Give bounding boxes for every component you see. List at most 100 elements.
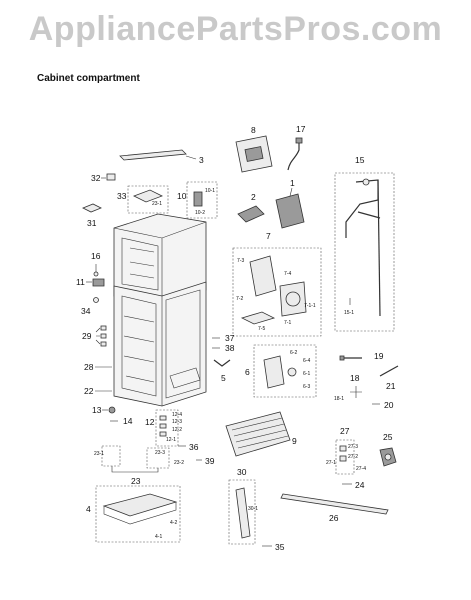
label-7-1: 7-1	[284, 320, 291, 326]
part-16-screw[interactable]: 16	[91, 251, 101, 277]
label-27-1: 27-1	[326, 460, 336, 466]
part-7-fan-assembly[interactable]: 7 7-3 7-4 7-2 7-1-1 7-5 7-1	[232, 231, 322, 337]
label-10-1: 10-1	[205, 188, 215, 194]
part-2-display-board[interactable]: 2	[237, 192, 265, 223]
label-12: 12	[145, 417, 155, 427]
label-37: 37	[225, 333, 235, 343]
label-6: 6	[245, 367, 250, 377]
part-34-cap[interactable]: 34	[81, 297, 99, 317]
part-21-tube[interactable]: 21	[379, 365, 399, 391]
label-34: 34	[81, 306, 91, 316]
part-14-fastener[interactable]: 14	[110, 416, 133, 426]
part-3-top-cover[interactable]: 3	[119, 149, 204, 165]
label-15-1: 15-1	[344, 310, 354, 316]
part-33-bracket[interactable]: 33 23-1	[117, 185, 169, 214]
part-19-wire[interactable]: 19	[339, 351, 384, 361]
label-2: 2	[251, 192, 256, 202]
label-12-1: 12-1	[166, 437, 176, 443]
label-6-3: 6-3	[303, 384, 310, 390]
label-7-3: 7-3	[237, 258, 244, 264]
label-9: 9	[292, 436, 297, 446]
label-6-2: 6-2	[290, 350, 297, 356]
label-28: 28	[84, 362, 94, 372]
label-10: 10	[177, 191, 187, 201]
label-6-4: 6-4	[303, 358, 310, 364]
refrigerator-cabinet	[113, 213, 207, 407]
part-13-screw[interactable]: 13	[92, 405, 116, 415]
part-11-hinge[interactable]: 11	[76, 277, 105, 287]
part-25-coupler[interactable]: 25	[379, 432, 397, 467]
label-39: 39	[205, 456, 215, 466]
label-33-1: 23-1	[152, 201, 162, 207]
label-25: 25	[383, 432, 393, 442]
part-24-screw[interactable]: 24	[342, 480, 365, 490]
part-6-evaporator-cover[interactable]: 6 6-2 6-4 6-1 6-3	[245, 344, 317, 398]
part-1-main-pcb[interactable]: 1	[275, 178, 305, 229]
part-31-cover[interactable]: 31	[82, 203, 102, 228]
label-3: 3	[199, 155, 204, 165]
label-13: 13	[92, 405, 102, 415]
label-32: 32	[91, 173, 101, 183]
label-22: 22	[84, 386, 94, 396]
part-8-control-panel[interactable]: 8	[235, 125, 273, 173]
part-39-screw[interactable]: 39	[196, 456, 215, 466]
label-27-3: 27-3	[348, 444, 358, 450]
label-6-1: 6-1	[303, 371, 310, 377]
label-27-4: 27-4	[356, 466, 366, 472]
label-30-1: 30-1	[248, 506, 258, 512]
label-35: 35	[275, 542, 285, 552]
part-38-screw[interactable]: 38	[212, 343, 235, 353]
part-15-tubing-assembly[interactable]: 15 15-1	[334, 155, 395, 332]
label-33: 33	[117, 191, 127, 201]
part-22-leg[interactable]: 22	[84, 386, 112, 396]
part-30-hinge-cover[interactable]: 30 30-1	[228, 467, 258, 545]
label-7-2: 7-2	[236, 296, 243, 302]
part-29-shelf-supports[interactable]: 29	[82, 325, 107, 347]
label-38: 38	[225, 343, 235, 353]
part-9-grille[interactable]: 9	[225, 411, 297, 457]
label-27-2: 27-2	[348, 454, 358, 460]
part-37-screw[interactable]: 37	[212, 333, 235, 343]
label-18-1: 18-1	[334, 396, 344, 402]
part-28-lamp[interactable]: 28	[84, 362, 112, 372]
label-31: 31	[87, 218, 97, 228]
part-18-sensor[interactable]: 18 18-1	[334, 373, 362, 402]
label-16: 16	[91, 251, 101, 261]
label-15: 15	[355, 155, 365, 165]
label-10-2: 10-2	[195, 210, 205, 216]
label-5: 5	[221, 373, 226, 383]
label-23-2: 23-2	[174, 460, 184, 466]
part-4-base-panel[interactable]: 4 4-2 4-1	[86, 485, 181, 543]
part-20-clip[interactable]: 20	[372, 400, 394, 410]
part-12-door-switch[interactable]: 12 12-4 12-3 12-2 12-1	[145, 409, 182, 447]
watermark: AppliancePartsPros.com	[28, 10, 443, 48]
label-26: 26	[329, 513, 339, 523]
label-4: 4	[86, 504, 91, 514]
part-35-screw[interactable]: 35	[262, 542, 285, 552]
label-4-1: 4-1	[155, 534, 162, 540]
label-23-1: 23-1	[94, 451, 104, 457]
part-32-clip[interactable]: 32	[91, 173, 116, 183]
label-7-1-1: 7-1-1	[304, 303, 316, 309]
label-24: 24	[355, 480, 365, 490]
label-12-2: 12-2	[172, 427, 182, 433]
part-23-cover-assembly[interactable]: 23-1 23-3 23-2 23	[94, 445, 184, 486]
label-21: 21	[386, 381, 396, 391]
label-7-4: 7-4	[284, 271, 291, 277]
part-27-valve[interactable]: 27 27-3 27-2 27-1 27-4	[326, 426, 366, 475]
label-29: 29	[82, 331, 92, 341]
label-11: 11	[76, 277, 85, 287]
section-title: Cabinet compartment	[37, 73, 140, 84]
part-5-sensor[interactable]: 5	[213, 359, 231, 383]
label-30: 30	[237, 467, 247, 477]
part-36-screw[interactable]: 36	[178, 442, 199, 452]
part-10-assembly[interactable]: 10 10-1 10-2	[177, 181, 218, 219]
label-23-3: 23-3	[155, 450, 165, 456]
part-26-trim-strip[interactable]: 26	[280, 493, 389, 523]
label-7: 7	[266, 231, 271, 241]
label-4-2: 4-2	[170, 520, 177, 526]
label-14: 14	[123, 416, 133, 426]
part-17-wire-harness[interactable]: 17	[287, 124, 306, 171]
label-17: 17	[296, 124, 306, 134]
